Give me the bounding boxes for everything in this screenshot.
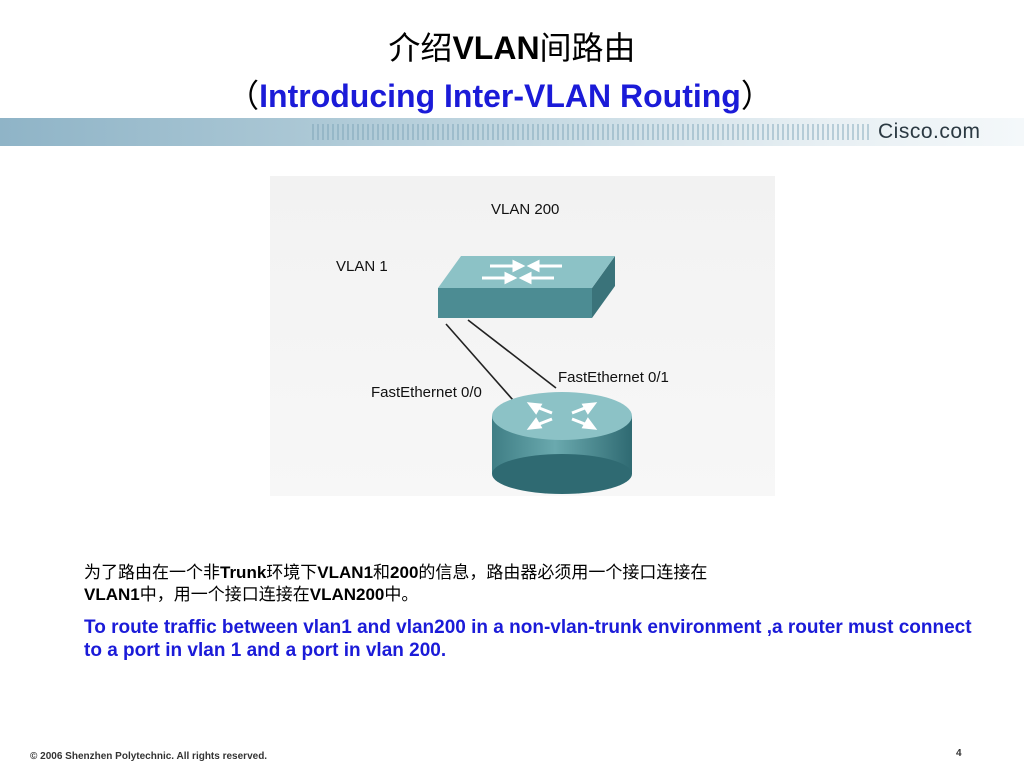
banner-stripes: [312, 124, 872, 140]
cn-bold-trunk: Trunk: [220, 563, 267, 582]
cn-text: 和: [373, 563, 391, 583]
page-title-cn: 介绍VLAN间路由: [0, 26, 1024, 70]
title-cn-bold: VLAN: [452, 30, 540, 66]
body-text-en: To route traffic between vlan1 and vlan2…: [84, 617, 972, 661]
fa01-label: FastEthernet 0/1: [558, 369, 669, 386]
title-close-paren: ）: [740, 77, 773, 115]
vlan1-label: VLAN 1: [336, 258, 388, 275]
cn-text: 的信息，路由器必须用一个接口连接在: [418, 563, 708, 583]
title-open-paren: （: [227, 77, 260, 115]
cable-fa01: [467, 319, 557, 389]
cn-bold-200: 200: [390, 563, 419, 582]
cn-bold-vlan200: VLAN200: [309, 585, 385, 604]
title-en-text: Introducing Inter-VLAN Routing: [259, 78, 741, 114]
cn-bold-vlan1: VLAN1: [317, 563, 374, 582]
cables: [445, 319, 557, 409]
title-cn-prefix: 介绍: [388, 29, 453, 67]
header-banner: Cisco.com: [0, 118, 1024, 146]
page-number: 4: [956, 748, 962, 759]
router-icon: [492, 392, 632, 494]
cable-fa00: [445, 323, 521, 409]
cn-text: 中。: [384, 585, 419, 605]
body-text-cn: 为了路由在一个非Trunk环境下VLAN1和200的信息，路由器必须用一个接口连…: [84, 562, 984, 606]
page-title-en: （Introducing Inter-VLAN Routing）: [0, 76, 1000, 116]
fa00-label: FastEthernet 0/0: [371, 384, 482, 401]
cn-text: 环境下: [266, 563, 318, 583]
cisco-logo: Cisco.com: [878, 120, 981, 143]
cn-text: 中，用一个接口连接在: [139, 585, 310, 605]
vlan200-label: VLAN 200: [491, 201, 559, 218]
footer-copyright: © 2006 Shenzhen Polytechnic. All rights …: [30, 751, 268, 762]
body-cn-line2: VLAN1中，用一个接口连接在VLAN200中。: [84, 584, 984, 606]
switch-icon: [438, 256, 615, 318]
title-cn-suffix: 间路由: [539, 29, 636, 67]
cn-bold-vlan1: VLAN1: [84, 585, 140, 604]
network-diagram: VLAN 200 VLAN 1 FastEthernet 0/1 FastEth…: [270, 176, 775, 496]
body-cn-line1: 为了路由在一个非Trunk环境下VLAN1和200的信息，路由器必须用一个接口连…: [84, 562, 984, 584]
cn-text: 为了路由在一个非: [84, 563, 220, 583]
